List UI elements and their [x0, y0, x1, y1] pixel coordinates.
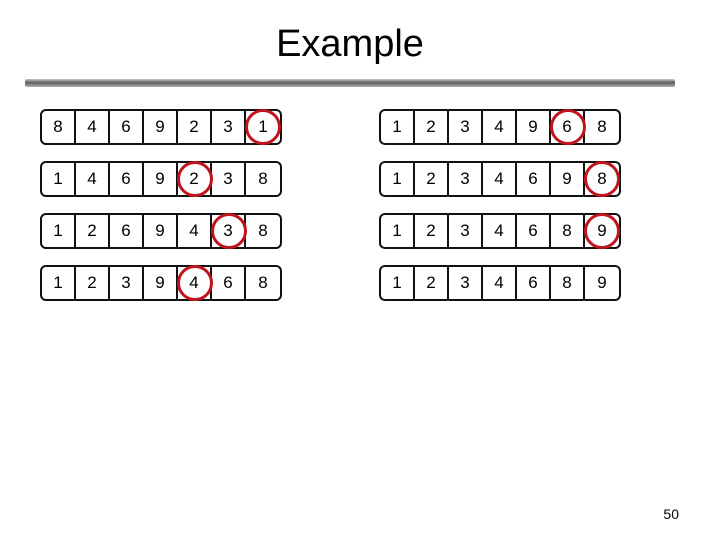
- array-cell: 2: [415, 215, 449, 247]
- array-cell: 2: [415, 111, 449, 143]
- array-cell: 8: [258, 169, 268, 188]
- array-cell: 8: [597, 169, 607, 188]
- title-divider: [25, 79, 675, 87]
- array-cell: 2: [178, 111, 212, 143]
- array-cell: 2: [415, 163, 449, 195]
- array-cell: 6: [517, 215, 551, 247]
- array-cell: 4: [178, 215, 212, 247]
- array-cell: 6: [517, 163, 551, 195]
- array-cell: 2: [76, 215, 110, 247]
- array-cell: 1: [42, 215, 76, 247]
- array-cell: 6: [551, 111, 585, 143]
- array-cell: 4: [178, 267, 212, 299]
- array-cell: 1: [258, 117, 268, 136]
- array-cell: 4: [483, 267, 517, 299]
- array-cell: 3: [449, 163, 483, 195]
- array-cell: 6: [110, 111, 144, 143]
- array-cell: 4: [76, 163, 110, 195]
- array-cell: 6: [110, 215, 144, 247]
- array-cell: 9: [551, 163, 585, 195]
- array-cell: 3: [449, 111, 483, 143]
- array-cell: 6: [517, 267, 551, 299]
- array-cell: 8: [551, 215, 585, 247]
- array-cell: 8: [258, 273, 268, 292]
- array-cell: 3: [449, 215, 483, 247]
- array-cell: 1: [42, 163, 76, 195]
- array-cell: 9: [144, 267, 178, 299]
- array-cell: 1: [42, 267, 76, 299]
- array-cell: 2: [76, 267, 110, 299]
- array-cell: 3: [212, 111, 246, 143]
- array-cell: 3: [110, 267, 144, 299]
- array-cell: 4: [76, 111, 110, 143]
- array-cell: 2: [415, 267, 449, 299]
- array-cell: 3: [449, 267, 483, 299]
- array-cell: 6: [110, 163, 144, 195]
- array-cell: 9: [597, 273, 607, 292]
- array-cell: 9: [144, 111, 178, 143]
- array-cell: 1: [381, 267, 415, 299]
- array-cell: 4: [483, 111, 517, 143]
- array-cell: 4: [483, 163, 517, 195]
- array-cell: 9: [597, 221, 607, 240]
- array-cell: 9: [144, 215, 178, 247]
- array-cell: 8: [258, 221, 268, 240]
- array-cell: 8: [597, 117, 607, 136]
- array-cell: 1: [381, 163, 415, 195]
- array-cell: 3: [212, 215, 246, 247]
- array-cell: 9: [144, 163, 178, 195]
- array-cell: 8: [42, 111, 76, 143]
- array-cell: 4: [483, 215, 517, 247]
- array-cell: 6: [212, 267, 246, 299]
- array-cell: 3: [212, 163, 246, 195]
- array-cell: 2: [178, 163, 212, 195]
- array-cell: 9: [517, 111, 551, 143]
- array-cell: 8: [551, 267, 585, 299]
- slide-number: 50: [663, 506, 679, 522]
- array-cell: 1: [381, 215, 415, 247]
- slide-title: Example: [276, 23, 424, 65]
- array-cell: 1: [381, 111, 415, 143]
